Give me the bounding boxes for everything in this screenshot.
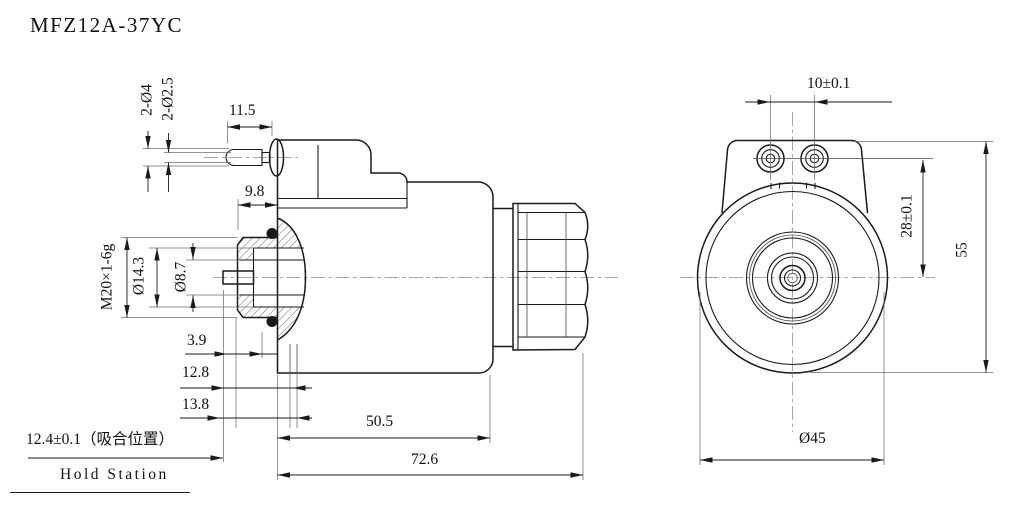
dim-pin-outer-dia: 2-Ø4 — [138, 84, 156, 116]
dim-pin-length: 11.5 — [229, 102, 256, 119]
centerlines — [204, 112, 935, 432]
dim-overall-length: 72.6 — [411, 451, 439, 468]
dim-thread-spec: M20×1-6g — [98, 243, 116, 311]
dim-hold-position: 12.4±0.1（吸合位置） — [26, 431, 175, 448]
dim-pin-row-height: 28±0.1 — [898, 194, 916, 238]
dim-overall-height: 55 — [953, 242, 971, 258]
dim-thread-length: 9.8 — [245, 183, 265, 200]
dimension-linework — [10, 95, 993, 493]
side-view-linework — [222, 138, 589, 374]
drawing-title: MFZ12A-37YC — [30, 13, 184, 37]
hold-station-caption: Hold Station — [60, 466, 169, 483]
dim-pin-inner-dia: 2-Ø2.5 — [159, 77, 177, 121]
dim-coil-dia: Ø45 — [799, 430, 826, 447]
dim-3-9: 3.9 — [187, 332, 207, 349]
dim-pin-spacing: 10±0.1 — [807, 75, 851, 92]
dim-bore-dia: Ø8.7 — [172, 261, 190, 293]
dim-12-8: 12.8 — [182, 364, 210, 381]
dim-counterbore-dia: Ø14.3 — [130, 256, 148, 296]
dim-13-8: 13.8 — [182, 396, 210, 413]
dim-body-length: 50.5 — [366, 413, 394, 430]
